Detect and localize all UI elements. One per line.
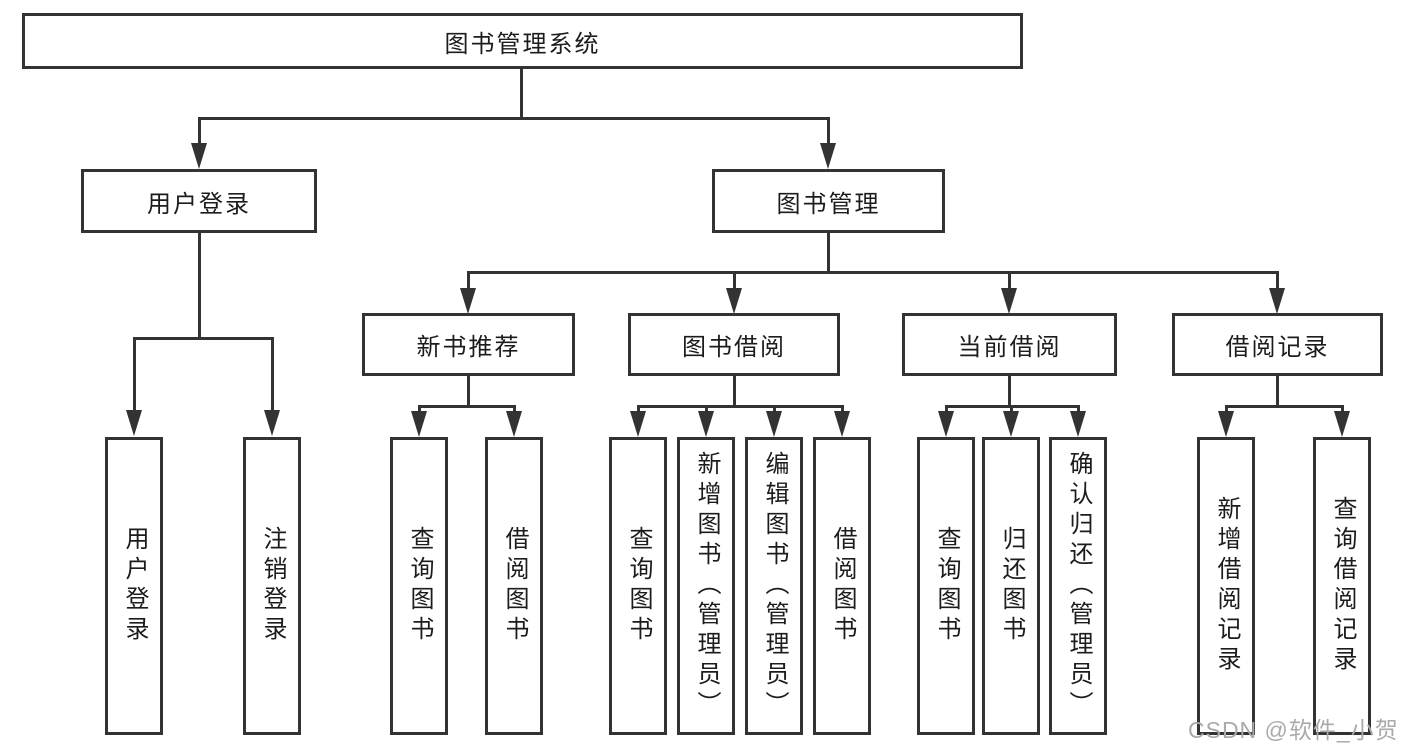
arrowhead-br-leaf2	[1334, 411, 1350, 437]
connector-nb-down	[467, 376, 470, 405]
node-label: 当前借阅	[957, 334, 1062, 361]
connector-cb-leaf2-stem	[1010, 405, 1013, 412]
connector-book-borrow-stem	[733, 271, 736, 289]
node-label: 借阅图书	[829, 526, 856, 646]
connector-leaf-logout-stem	[271, 337, 274, 411]
node-add-borrow-record: 新增借阅记录	[1197, 437, 1255, 735]
arrowhead-cb-leaf2	[1003, 411, 1019, 437]
connector-br-leaf2-stem	[1341, 405, 1344, 412]
node-label: 用户登录	[147, 190, 251, 218]
node-label: 借阅记录	[1225, 334, 1330, 361]
arrowhead-new-book	[460, 288, 476, 314]
arrowhead-bb-leaf3	[766, 411, 782, 437]
connector-cb-leaf3-stem	[1077, 405, 1080, 412]
node-label: 查询图书	[406, 526, 433, 646]
arrowhead-br-leaf1	[1218, 411, 1234, 437]
connector-user-login-branch	[133, 337, 273, 340]
arrowhead-cb-leaf1	[938, 411, 954, 437]
connector-br-down	[1276, 376, 1279, 405]
connector-book-mgmt-stem	[827, 117, 830, 144]
node-label: 图书管理系统	[444, 30, 601, 58]
node-label: 新书推荐	[416, 334, 521, 361]
node-label: 新增借阅记录	[1213, 496, 1240, 676]
node-query-books-1: 查询图书	[390, 437, 448, 735]
node-current-borrowing: 当前借阅	[902, 313, 1117, 376]
connector-cb-down	[1008, 376, 1011, 405]
node-label: 查询借阅记录	[1329, 496, 1356, 676]
connector-bb-branch	[637, 405, 844, 408]
node-label: 新增图书（管理员）	[693, 451, 720, 721]
node-borrow-books-2: 借阅图书	[813, 437, 871, 735]
arrowhead-cb-leaf3	[1070, 411, 1086, 437]
arrowhead-user-login	[191, 143, 207, 169]
arrowhead-nb-leaf1	[411, 411, 427, 437]
connector-root-branch	[198, 117, 830, 120]
connector-bb-leaf4-stem	[841, 405, 844, 412]
node-edit-books-admin: 编辑图书（管理员）	[745, 437, 803, 735]
connector-current-borrow-stem	[1008, 271, 1011, 289]
node-query-borrow-record: 查询借阅记录	[1313, 437, 1371, 735]
node-leaf-user-login: 用户登录	[105, 437, 163, 735]
node-query-books-2: 查询图书	[609, 437, 667, 735]
connector-nb-branch	[418, 405, 516, 408]
node-return-books: 归还图书	[982, 437, 1040, 735]
connector-nb-leaf2-stem	[513, 405, 516, 412]
node-label: 编辑图书（管理员）	[761, 451, 788, 721]
connector-borrow-records-stem	[1276, 271, 1279, 289]
connector-book-mgmt-down	[827, 233, 830, 271]
arrowhead-leaf-logout	[264, 410, 280, 436]
node-borrowing-records: 借阅记录	[1172, 313, 1383, 376]
connector-nb-leaf1-stem	[418, 405, 421, 412]
csdn-watermark: CSDN @软件_小贺同学	[1188, 717, 1399, 743]
arrowhead-bb-leaf1	[630, 411, 646, 437]
arrowhead-book-borrow	[726, 288, 742, 314]
node-label: 用户登录	[121, 526, 148, 646]
node-leaf-logout: 注销登录	[243, 437, 301, 735]
connector-book-mgmt-branch	[467, 271, 1278, 274]
connector-cb-leaf1-stem	[945, 405, 948, 412]
connector-br-leaf1-stem	[1225, 405, 1228, 412]
node-borrow-books-1: 借阅图书	[485, 437, 543, 735]
node-label: 注销登录	[259, 526, 286, 646]
node-label: 确认归还（管理员）	[1065, 451, 1092, 721]
node-new-book-recommend: 新书推荐	[362, 313, 575, 376]
node-book-borrowing: 图书借阅	[628, 313, 840, 376]
connector-bb-down	[733, 376, 736, 405]
node-label: 图书管理	[776, 190, 881, 218]
node-library-management-system: 图书管理系统	[22, 13, 1023, 69]
arrowhead-book-mgmt	[820, 143, 836, 169]
node-user-login: 用户登录	[81, 169, 317, 233]
arrowhead-nb-leaf2	[506, 411, 522, 437]
connector-br-branch	[1225, 405, 1344, 408]
node-book-management: 图书管理	[712, 169, 945, 233]
connector-root-stem	[520, 69, 523, 117]
connector-leaf-login-stem	[133, 337, 136, 411]
connector-new-book-stem	[467, 271, 470, 289]
node-label: 图书借阅	[682, 334, 786, 361]
node-confirm-return-admin: 确认归还（管理员）	[1049, 437, 1107, 735]
connector-bb-leaf2-stem	[705, 405, 708, 412]
arrowhead-bb-leaf2	[698, 411, 714, 437]
arrowhead-borrow-records	[1269, 288, 1285, 314]
connector-bb-leaf3-stem	[773, 405, 776, 412]
node-label: 借阅图书	[501, 526, 528, 646]
connector-bb-leaf1-stem	[637, 405, 640, 412]
node-query-books-3: 查询图书	[917, 437, 975, 735]
connector-user-login-stem	[198, 117, 201, 144]
node-add-books-admin: 新增图书（管理员）	[677, 437, 735, 735]
arrowhead-leaf-login	[126, 410, 142, 436]
node-label: 归还图书	[998, 526, 1025, 646]
arrowhead-current-borrow	[1001, 288, 1017, 314]
connector-user-login-down	[198, 233, 201, 337]
node-label: 查询图书	[625, 526, 652, 646]
node-label: 查询图书	[933, 526, 960, 646]
arrowhead-bb-leaf4	[834, 411, 850, 437]
